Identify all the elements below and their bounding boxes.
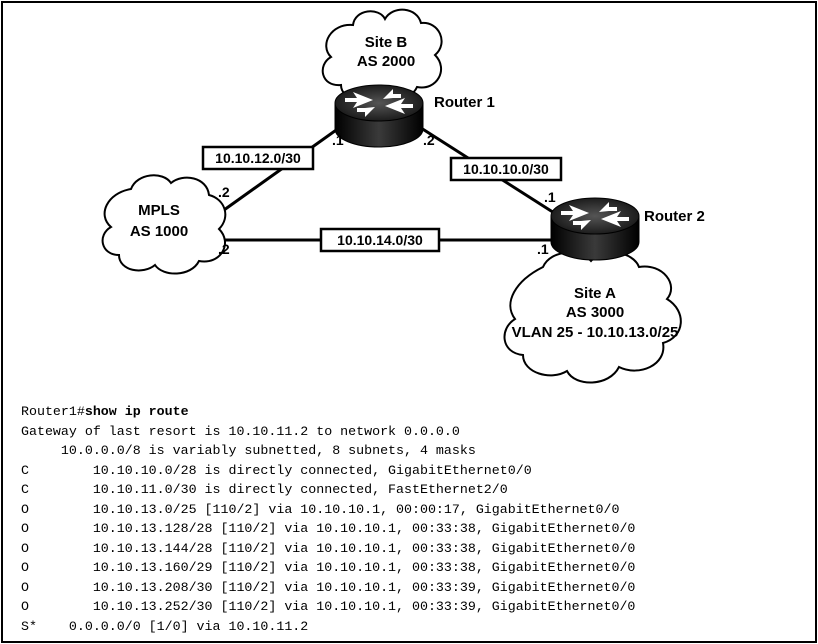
route-line: O 10.10.13.252/30 [110/2] via 10.10.10.1… — [21, 599, 636, 614]
router-2-label: Router 2 — [644, 208, 705, 225]
subnet-box-router1-router2: 10.10.10.0/30 — [449, 156, 563, 182]
route-line: O 10.10.13.144/28 [110/2] via 10.10.10.1… — [21, 540, 636, 556]
host-r2-left: .1 — [537, 241, 549, 257]
site-a-cloud: Site A AS 3000 VLAN 25 - 10.10.13.0/25 — [503, 251, 682, 384]
host-r1-right: .2 — [423, 132, 435, 148]
route-line: Gateway of last resort is 10.10.11.2 to … — [21, 423, 460, 439]
site-b-name: Site B — [365, 34, 408, 51]
host-r2-top: .1 — [544, 189, 556, 205]
site-a-as: AS 3000 — [566, 304, 624, 321]
router-1-label: Router 1 — [434, 94, 495, 111]
site-b-as: AS 2000 — [357, 53, 415, 70]
route-line: O 10.10.13.160/29 [110/2] via 10.10.10.1… — [21, 560, 636, 575]
route-line: O 10.10.13.208/30 [110/2] via 10.10.10.1… — [21, 579, 636, 595]
router-1-icon — [334, 84, 424, 148]
subnet-mpls-router1: 10.10.12.0/30 — [215, 150, 301, 166]
cli-prompt: Router1# — [21, 404, 85, 419]
site-b-cloud: Site B AS 2000 — [321, 8, 443, 101]
route-line: S* 0.0.0.0/0 [1/0] via 10.10.11.2 — [21, 618, 309, 634]
cli-command: show ip route — [84, 404, 189, 419]
host-mpls-top: .2 — [218, 184, 230, 200]
route-line: O 10.10.13.128/28 [110/2] via 10.10.10.1… — [21, 521, 636, 536]
route-line: 10.0.0.0/8 is variably subnetted, 8 subn… — [21, 443, 476, 458]
route-line: C 10.10.10.0/28 is directly connected, G… — [21, 462, 532, 478]
subnet-router1-router2: 10.10.10.0/30 — [463, 161, 549, 177]
mpls-as: AS 1000 — [130, 223, 188, 240]
mpls-cloud: MPLS AS 1000 — [101, 174, 227, 275]
network-diagram: Site B AS 2000 MPLS AS 1000 Site A AS 30… — [101, 8, 705, 384]
route-line: C 10.10.11.0/30 is directly connected, F… — [21, 482, 508, 497]
host-r1-left: .1 — [332, 132, 344, 148]
subnet-box-mpls-router2: 10.10.14.0/30 — [319, 227, 441, 253]
router-2-icon — [550, 197, 640, 261]
site-a-vlan: VLAN 25 - 10.10.13.0/25 — [512, 324, 679, 341]
route-line: O 10.10.13.0/25 [110/2] via 10.10.10.1, … — [21, 501, 620, 517]
show-ip-route-output: Router1#show ip route Gateway of last re… — [21, 402, 635, 636]
host-mpls-bottom: .2 — [218, 241, 230, 257]
subnet-mpls-router2: 10.10.14.0/30 — [337, 232, 423, 248]
link-mpls-router1 — [216, 126, 340, 217]
subnet-box-mpls-router1: 10.10.12.0/30 — [201, 145, 315, 171]
mpls-name: MPLS — [138, 202, 180, 219]
site-a-name: Site A — [574, 285, 616, 302]
